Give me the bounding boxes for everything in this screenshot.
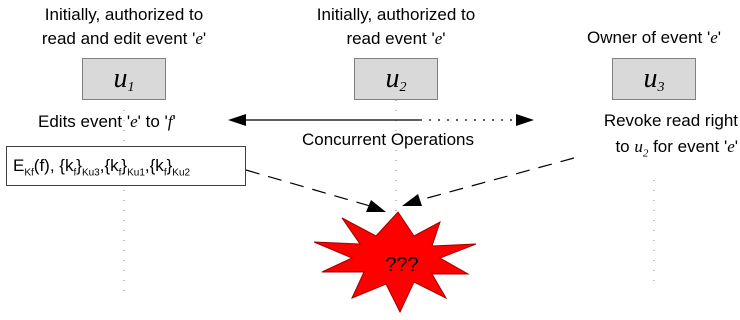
u1-caption-line2: read and edit event 'e': [41, 29, 207, 48]
u2-caption-line1: Initially, authorized to: [316, 5, 476, 24]
encrypted-message-box: EKf(f), {kf}Ku3,{kf}Ku1,{kf}Ku2: [6, 146, 246, 186]
revoke-to-conflict-arrow: [402, 157, 575, 206]
u3-caption: Owner of event 'e': [586, 28, 722, 47]
arrowhead-right: [516, 114, 534, 126]
user-box-u3: u3: [612, 58, 696, 100]
arrowhead-left: [228, 114, 246, 126]
u2-caption-line2: read event 'e': [346, 29, 446, 48]
revoke-label: Revoke read right to u2 for event 'e': [603, 111, 738, 160]
u1-caption-line1: Initially, authorized to: [44, 5, 204, 24]
user-box-u2: u2: [354, 58, 438, 100]
concurrent-operations-label: Concurrent Operations: [302, 130, 474, 149]
u1-caption: Initially, authorized to read and edit e…: [4, 3, 244, 51]
edit-to-conflict-arrow: [245, 169, 386, 212]
concurrent-arrow: [228, 114, 534, 126]
u2-caption: Initially, authorized to read event 'e': [276, 3, 516, 51]
conflict-label: ???: [385, 254, 419, 276]
user-box-u1: u1: [82, 58, 166, 100]
edit-label: Edits event 'e' to 'f': [38, 112, 176, 131]
conflict-burst: [313, 211, 477, 314]
